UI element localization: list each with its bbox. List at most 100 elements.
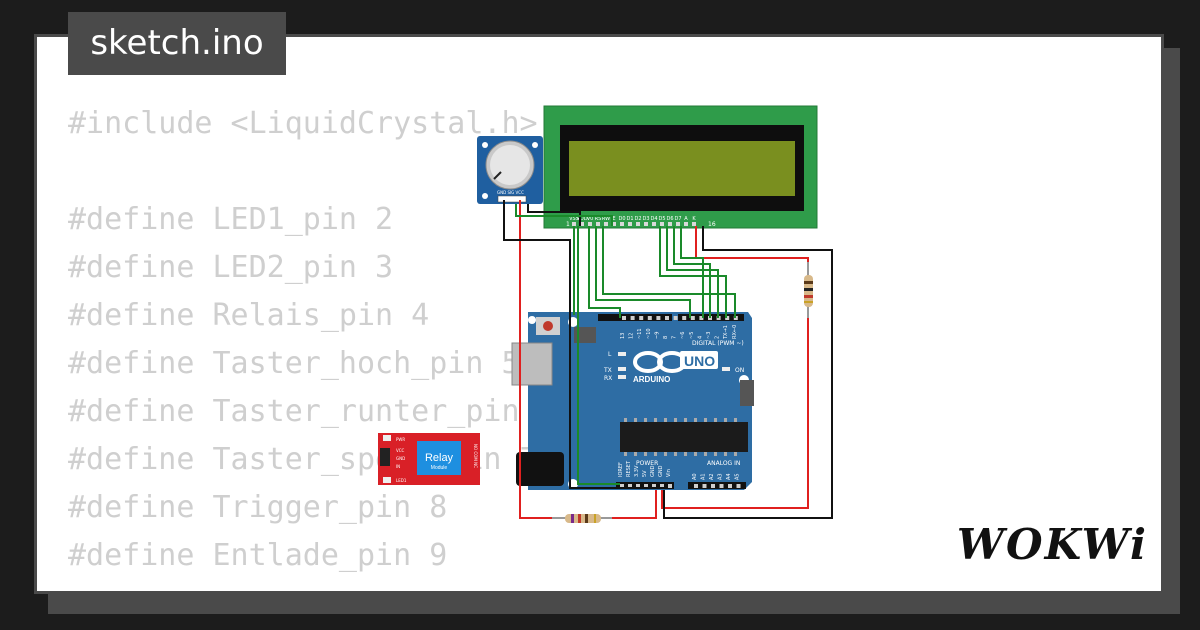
pin-header[interactable] xyxy=(639,316,644,320)
pin-header[interactable] xyxy=(719,484,724,488)
pin-header[interactable] xyxy=(682,316,687,320)
lcd-pin[interactable] xyxy=(660,222,664,226)
arduino-brand-label: ARDUINO xyxy=(633,375,670,384)
code-line: #define Relais_pin 4 xyxy=(68,298,430,333)
pin-label: IOREF xyxy=(618,462,624,477)
lcd-pin[interactable] xyxy=(612,222,616,226)
pin-header[interactable] xyxy=(736,484,741,488)
pin-label: A0 xyxy=(692,473,698,480)
tx-led-label: TX xyxy=(603,367,612,374)
lcd-pin-label: A xyxy=(684,216,688,222)
relay-pin-vcc: VCC xyxy=(396,448,405,453)
knob-indicator-icon xyxy=(493,171,502,180)
pot-pin-labels: GND SIG VCC xyxy=(497,190,524,195)
lcd-pin[interactable] xyxy=(604,222,608,226)
power-jack xyxy=(516,452,564,486)
pin-label: 2 xyxy=(715,336,721,339)
code-line: #define Entlade_pin 9 xyxy=(68,538,448,573)
lcd-pin-label: V0 xyxy=(587,216,594,222)
pin-header[interactable] xyxy=(647,316,652,320)
lcd-pin[interactable] xyxy=(692,222,696,226)
pin-label: 7 xyxy=(672,336,678,339)
pin-label: RESET xyxy=(626,460,632,477)
wokwi-logo: WOKWi xyxy=(956,520,1148,569)
l-led-label: L xyxy=(608,351,612,358)
pin-header[interactable] xyxy=(702,484,707,488)
relay-led1-label: LED1 xyxy=(396,478,407,483)
lcd-pin[interactable] xyxy=(580,222,584,226)
arduino-uno-board[interactable]: UNO ARDUINO DIGITAL (PWM ~) POWER ANALOG… xyxy=(511,312,754,490)
lcd-pin-label: D1 xyxy=(626,216,633,222)
pin-label: ~5 xyxy=(689,332,695,339)
rx-led-label: RX xyxy=(604,375,612,382)
relay-pin-gnd: GND xyxy=(396,456,405,461)
pin-header[interactable] xyxy=(660,484,664,488)
pin-header[interactable] xyxy=(699,316,704,320)
pin-label: A2 xyxy=(709,473,715,480)
lcd-pin-label: D0 xyxy=(618,216,625,222)
lcd-pin-label: RW xyxy=(602,216,610,222)
lcd-pin-label: D2 xyxy=(634,216,641,222)
relay-title: Relay xyxy=(425,452,454,464)
resistor-backlight[interactable] xyxy=(804,262,813,318)
relay-module[interactable]: Relay Module PWR LED1 VCC GND IN NO COM … xyxy=(378,433,480,485)
pin-header[interactable] xyxy=(636,484,640,488)
lcd-pin[interactable] xyxy=(652,222,656,226)
lcd-pin[interactable] xyxy=(596,222,600,226)
pin-header[interactable] xyxy=(694,484,698,488)
atmega-chip xyxy=(620,422,748,452)
potentiometer[interactable]: GND SIG VCC xyxy=(477,136,543,204)
pin-header[interactable] xyxy=(620,484,624,488)
pin-header[interactable] xyxy=(652,484,656,488)
analog-pins-label: ANALOG IN xyxy=(707,460,740,467)
pin-label: 12 xyxy=(629,333,635,339)
pin-label: 3.3V xyxy=(634,465,640,477)
lcd-pin-label: D7 xyxy=(674,216,681,222)
lcd-pin[interactable] xyxy=(620,222,624,226)
pin-label: 5V xyxy=(642,470,648,477)
lcd-pin[interactable] xyxy=(628,222,632,226)
pin-label: 4 xyxy=(697,336,703,339)
lcd-pin[interactable] xyxy=(676,222,680,226)
pin-label: GND xyxy=(658,465,664,477)
lcd-pin-label: D3 xyxy=(642,216,649,222)
pin-label: A1 xyxy=(701,473,707,480)
lcd-pin-label: RS xyxy=(595,216,602,222)
pin-header[interactable] xyxy=(630,316,635,320)
pin-label: ~9 xyxy=(654,332,660,339)
lcd-pin-label: VSS xyxy=(569,216,579,222)
lcd-pin[interactable] xyxy=(588,222,592,226)
pin-label: ~11 xyxy=(637,328,643,339)
pin-header[interactable] xyxy=(728,484,732,488)
lcd-pin-last: 16 xyxy=(708,221,716,228)
pin-label: TX→1 xyxy=(723,325,729,340)
arduino-model-label: UNO xyxy=(684,353,715,369)
pin-label: 13 xyxy=(620,333,626,339)
lcd-pin[interactable] xyxy=(572,222,576,226)
relay-terminal-labels: NO COM NC xyxy=(473,444,478,468)
pin-header[interactable] xyxy=(725,316,730,320)
lcd-pin[interactable] xyxy=(644,222,648,226)
lcd-pin-label: K xyxy=(692,216,696,222)
lcd-pin-label: D6 xyxy=(666,216,673,222)
pin-header[interactable] xyxy=(628,484,632,488)
lcd-pin[interactable] xyxy=(668,222,672,226)
lcd-pin[interactable] xyxy=(684,222,688,226)
lcd-pin-first: 1 xyxy=(566,221,570,228)
pin-header[interactable] xyxy=(622,316,626,320)
code-line: #define LED1_pin 2 xyxy=(68,202,394,237)
pin-header[interactable] xyxy=(690,316,695,320)
pin-header[interactable] xyxy=(668,484,672,488)
lcd-pin[interactable] xyxy=(636,222,640,226)
resistor-relay[interactable] xyxy=(552,514,612,523)
pin-header[interactable] xyxy=(656,316,661,320)
pin-label: ~3 xyxy=(706,332,712,339)
pin-header[interactable] xyxy=(644,484,648,488)
wires xyxy=(503,200,833,519)
pin-header[interactable] xyxy=(673,316,678,320)
code-line: #define Trigger_pin 8 xyxy=(68,490,448,525)
pin-header[interactable] xyxy=(711,484,715,488)
pin-header[interactable] xyxy=(665,316,669,320)
